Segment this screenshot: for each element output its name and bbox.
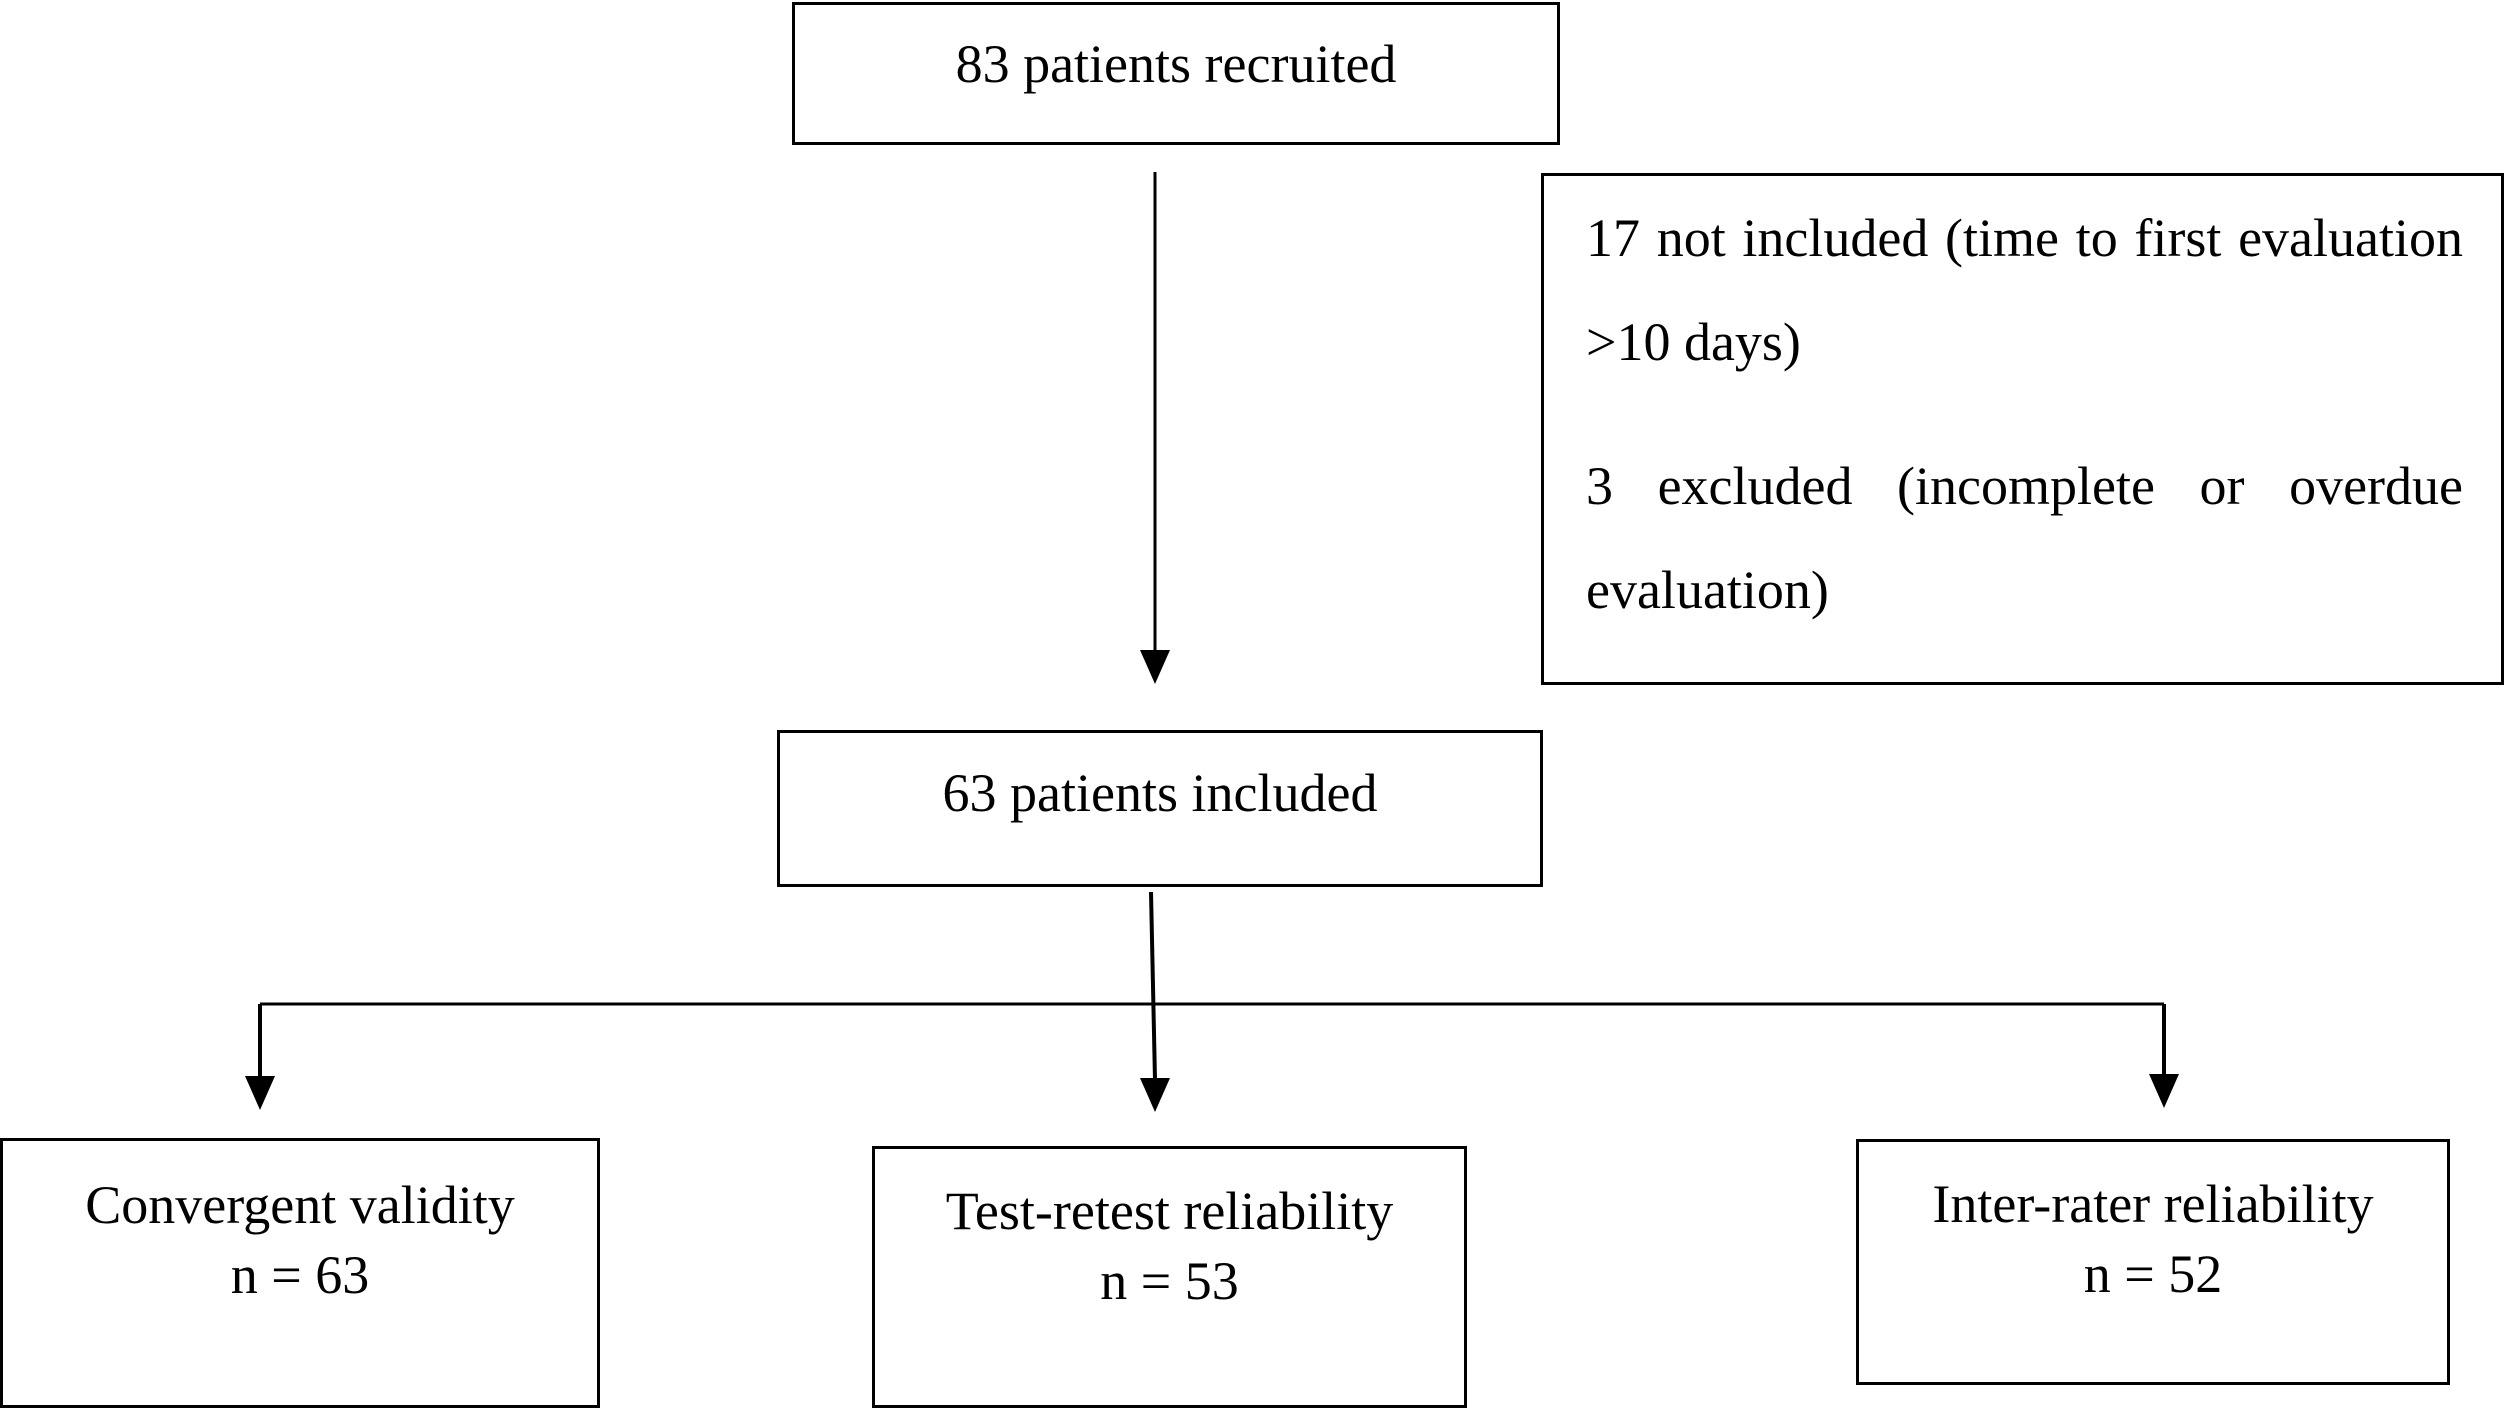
convergent-validity-n: n = 63	[230, 1245, 370, 1305]
not-included-text: 17 not included (time to first evaluatio…	[1586, 208, 2463, 372]
inter-rater-n: n = 52	[2083, 1244, 2223, 1304]
test-retest-n: n = 53	[1100, 1251, 1239, 1311]
excluded-text: 3 excluded (incomplete or overdue evalua…	[1586, 456, 2463, 620]
arrowhead-inter-rater	[2149, 1074, 2179, 1108]
arrowhead-test-retest	[1140, 1078, 1170, 1112]
test-retest-title: Test-retest reliability	[945, 1181, 1394, 1241]
convergent-validity-title: Convergent validity	[85, 1175, 515, 1235]
included-label: 63 patients included	[942, 763, 1378, 823]
arrowhead-included	[1140, 650, 1170, 684]
recruited-label: 83 patients recruited	[955, 34, 1397, 94]
exclusion-box: 17 not included (time to first evaluatio…	[1541, 173, 2504, 685]
recruited-box: 83 patients recruited	[792, 2, 1560, 145]
convergent-validity-box: Convergent validity n = 63	[0, 1138, 600, 1408]
inter-rater-title: Inter-rater reliability	[1932, 1174, 2374, 1234]
test-retest-box: Test-retest reliability n = 53	[872, 1146, 1467, 1408]
inter-rater-box: Inter-rater reliability n = 52	[1856, 1139, 2450, 1385]
trunk-included-to-branches	[1149, 891, 1157, 1081]
arrowhead-convergent	[245, 1076, 275, 1110]
included-box: 63 patients included	[777, 730, 1543, 887]
